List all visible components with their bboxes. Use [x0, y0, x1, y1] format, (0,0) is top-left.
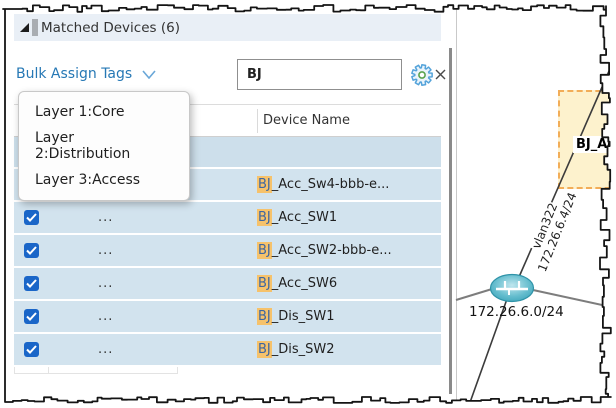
- row-checkbox[interactable]: [23, 210, 39, 225]
- search-match-highlight: BJ: [257, 308, 272, 325]
- table-row[interactable]: ... BJ_Acc_SW6: [14, 268, 441, 299]
- topology-device-label[interactable]: BJ_Acc: [573, 136, 616, 153]
- bulk-assign-tags-button[interactable]: Bulk Assign Tags: [16, 63, 156, 85]
- table-row[interactable]: ... BJ_Acc_SW2-bbb-e...: [14, 235, 441, 266]
- bulk-assign-tags-menu: Layer 1:Core Layer 2:Distribution Layer …: [18, 91, 190, 201]
- device-name[interactable]: BJ_Dis_SW1: [257, 308, 335, 325]
- row-menu-button[interactable]: ...: [98, 243, 114, 258]
- menu-item-layer3-access[interactable]: Layer 3:Access: [35, 172, 141, 188]
- device-name[interactable]: BJ_Acc_SW6: [257, 275, 338, 292]
- device-name-column-header[interactable]: Device Name: [263, 113, 350, 128]
- panel-title: Matched Devices (6): [41, 19, 180, 36]
- chevron-down-icon: [142, 69, 156, 79]
- device-name[interactable]: BJ_Acc_Sw4-bbb-e...: [257, 176, 390, 193]
- search-match-highlight: BJ: [257, 341, 272, 358]
- clear-search-icon[interactable]: [435, 64, 446, 86]
- row-checkbox[interactable]: [23, 309, 39, 324]
- search-match-highlight: BJ: [257, 242, 272, 259]
- menu-item-layer1-core[interactable]: Layer 1:Core: [35, 104, 125, 120]
- device-name[interactable]: BJ_Acc_SW1: [257, 209, 338, 226]
- device-name[interactable]: BJ_Dis_SW2: [257, 341, 335, 358]
- search-match-highlight: BJ: [257, 275, 272, 292]
- row-menu-button[interactable]: ...: [98, 276, 114, 291]
- row-checkbox[interactable]: [23, 276, 39, 291]
- device-search-box: [237, 59, 446, 90]
- subnet-ip-label: 172.26.6.0/24: [469, 304, 564, 320]
- menu-item-layer2-distribution[interactable]: Layer 2:Distribution: [35, 130, 131, 162]
- vertical-scrollbar-thumb[interactable]: [449, 48, 452, 394]
- panel-divider: [456, 6, 457, 402]
- row-checkbox[interactable]: [23, 243, 39, 258]
- partial-next-row: [14, 367, 178, 374]
- drag-handle: [32, 19, 38, 36]
- search-match-highlight: BJ: [257, 209, 272, 226]
- column-divider: [48, 367, 49, 373]
- collapse-triangle-icon[interactable]: [20, 23, 29, 32]
- table-row[interactable]: ... BJ_Acc_SW1: [14, 202, 441, 233]
- table-row[interactable]: ... BJ_Dis_SW2: [14, 334, 441, 365]
- search-input[interactable]: [238, 60, 435, 89]
- bulk-assign-label: Bulk Assign Tags: [16, 66, 133, 82]
- row-menu-button[interactable]: ...: [98, 342, 114, 357]
- column-divider: [257, 109, 258, 133]
- topology-link-left: [455, 288, 493, 301]
- row-checkbox[interactable]: [23, 342, 39, 357]
- row-menu-button[interactable]: ...: [98, 210, 114, 225]
- matched-devices-header[interactable]: Matched Devices (6): [14, 14, 441, 41]
- search-match-highlight: BJ: [257, 176, 272, 193]
- settings-gear-icon[interactable]: [408, 61, 436, 89]
- device-name[interactable]: BJ_Acc_SW2-bbb-e...: [257, 242, 392, 259]
- subnet-node-icon: [489, 273, 535, 303]
- row-menu-button[interactable]: ...: [98, 309, 114, 324]
- table-row[interactable]: ... BJ_Dis_SW1: [14, 301, 441, 332]
